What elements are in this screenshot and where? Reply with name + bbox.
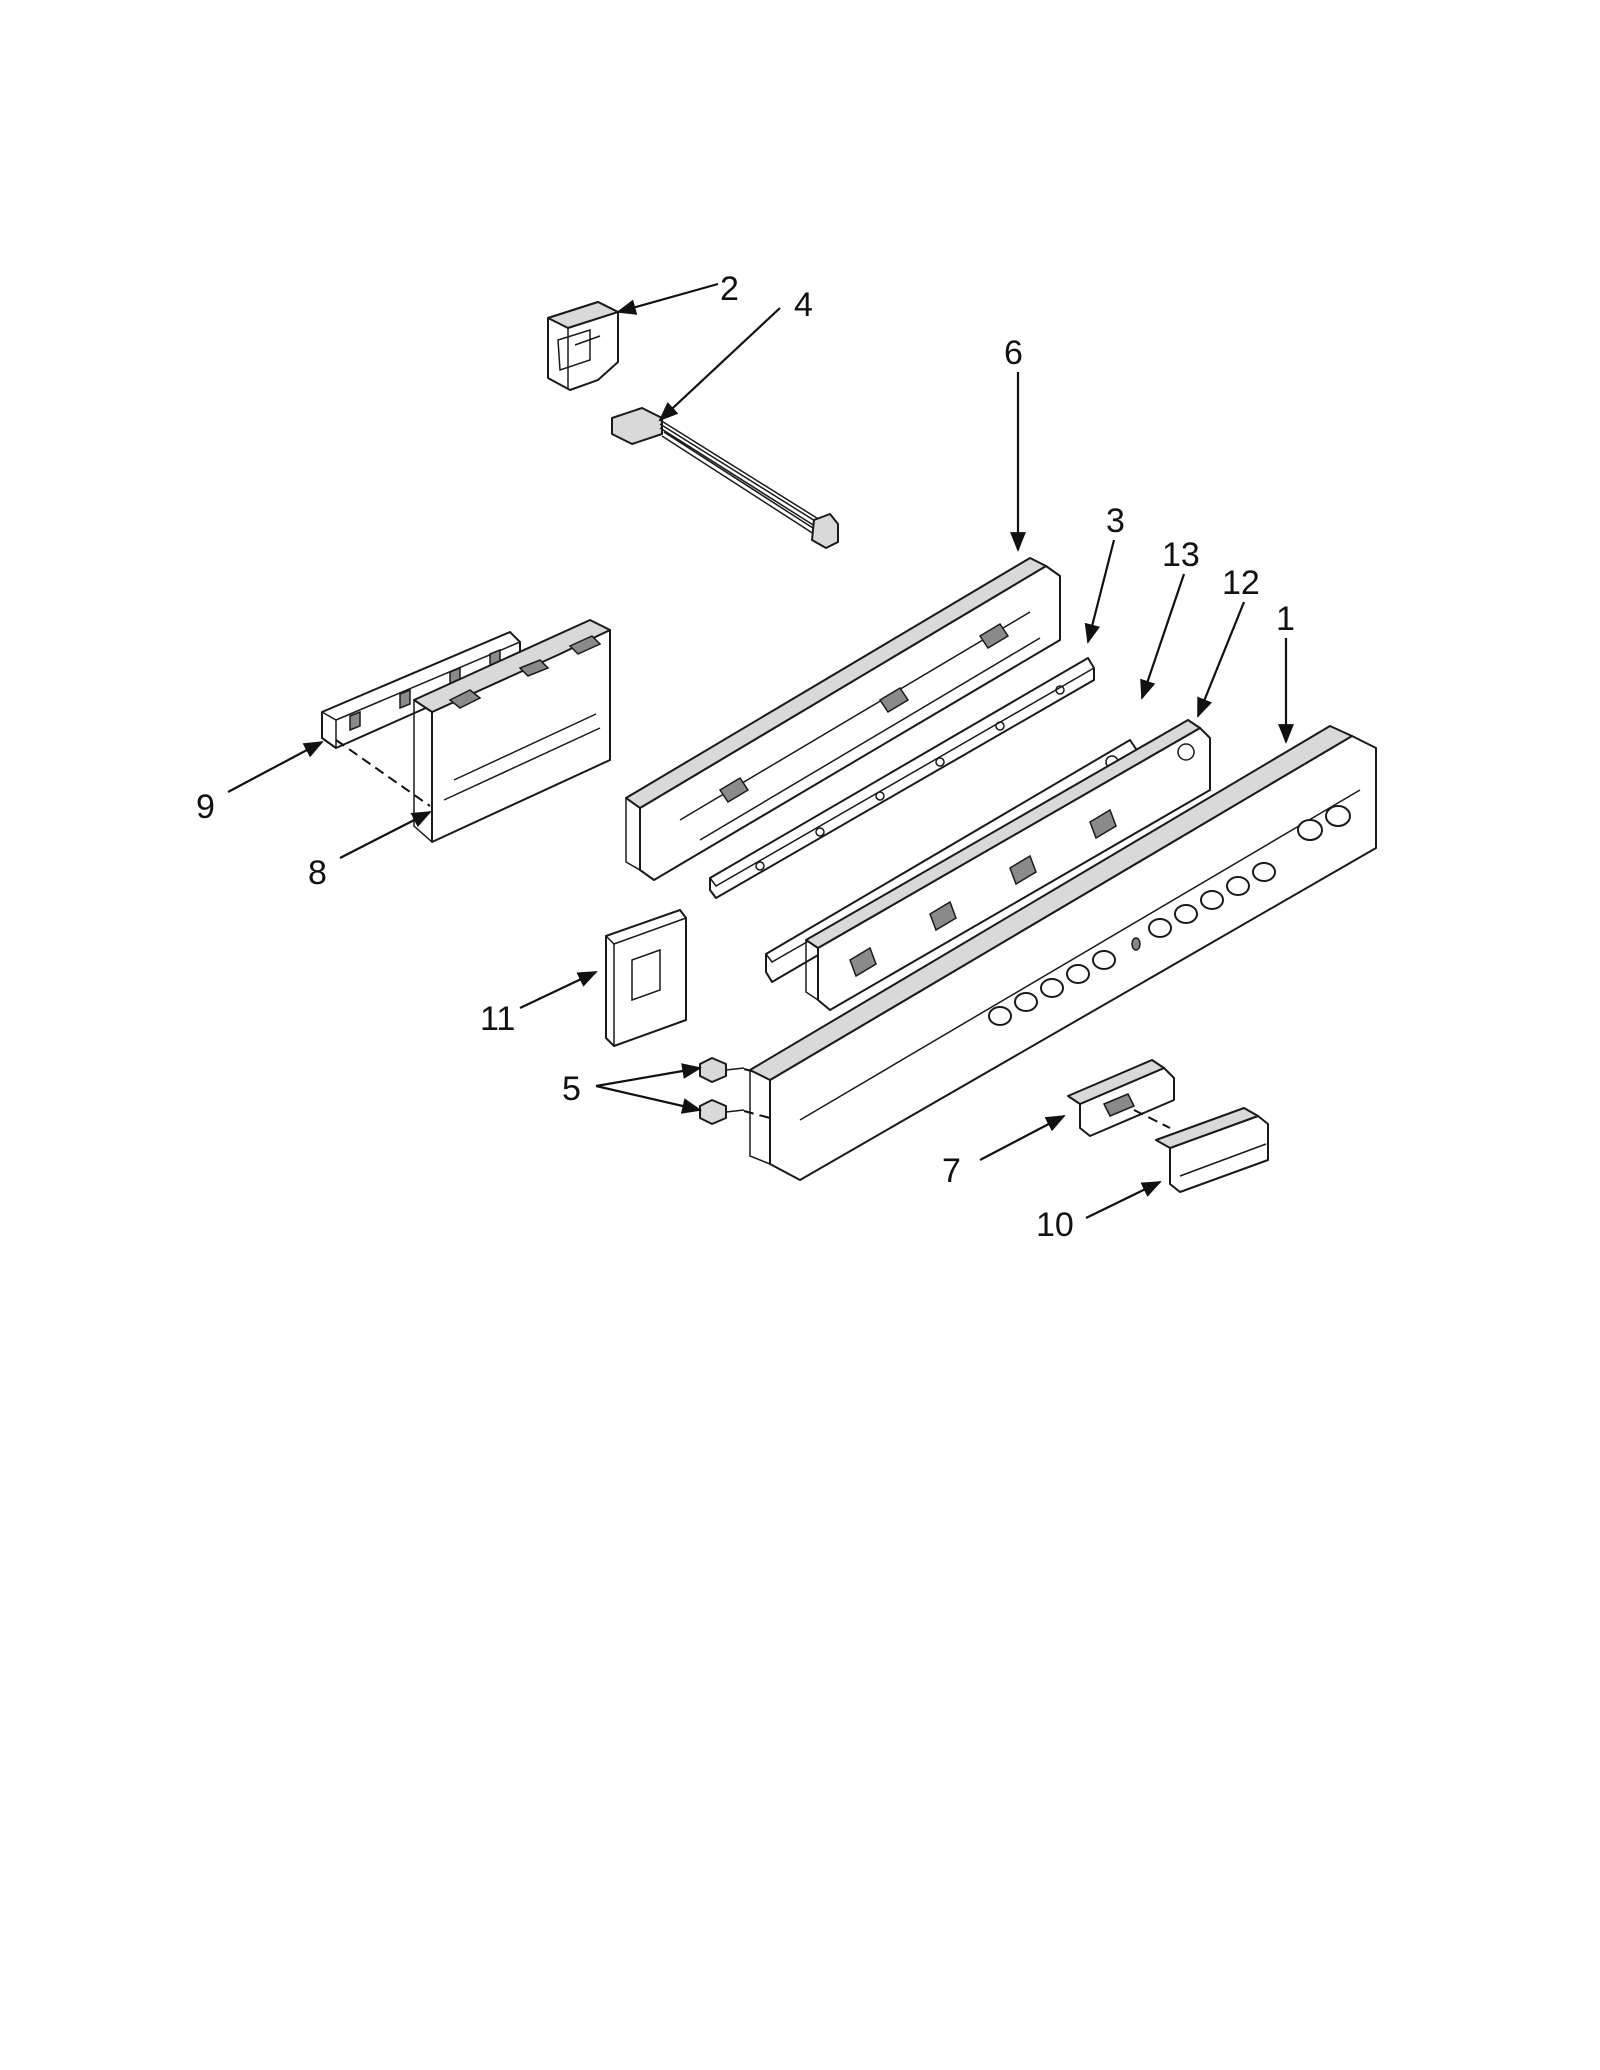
callout-7: 7 [942, 1152, 961, 1190]
callout-10: 10 [1036, 1206, 1074, 1244]
callout-1: 1 [1276, 600, 1295, 638]
callout-13: 13 [1162, 536, 1200, 574]
part-control-panel-console [749, 725, 1377, 1181]
part-control-board [413, 619, 611, 843]
callout-8: 8 [308, 854, 327, 892]
callout-6: 6 [1004, 334, 1023, 372]
part-wire-harness [611, 407, 839, 549]
part-shield [605, 909, 687, 1047]
callout-12: 12 [1222, 564, 1260, 602]
leader-lines [227, 282, 1294, 1219]
callout-4: 4 [794, 286, 813, 324]
callout-9: 9 [196, 788, 215, 826]
part-led-board [709, 657, 1095, 899]
assembly-line-9-8 [335, 739, 431, 807]
part-handle [1155, 1107, 1269, 1193]
part-button-carrier [805, 719, 1211, 1011]
console-buttons [988, 805, 1351, 1026]
callout-11: 11 [480, 1000, 515, 1038]
callout-5: 5 [562, 1070, 581, 1108]
part-harness-bracket [547, 301, 619, 391]
callout-2: 2 [720, 270, 739, 308]
callout-3: 3 [1106, 502, 1125, 540]
callout-labels: 2 4 6 3 13 12 1 9 8 11 5 7 10 [196, 270, 1295, 1244]
part-control-housing [625, 557, 1061, 881]
part-latch-assembly [1067, 1059, 1175, 1137]
